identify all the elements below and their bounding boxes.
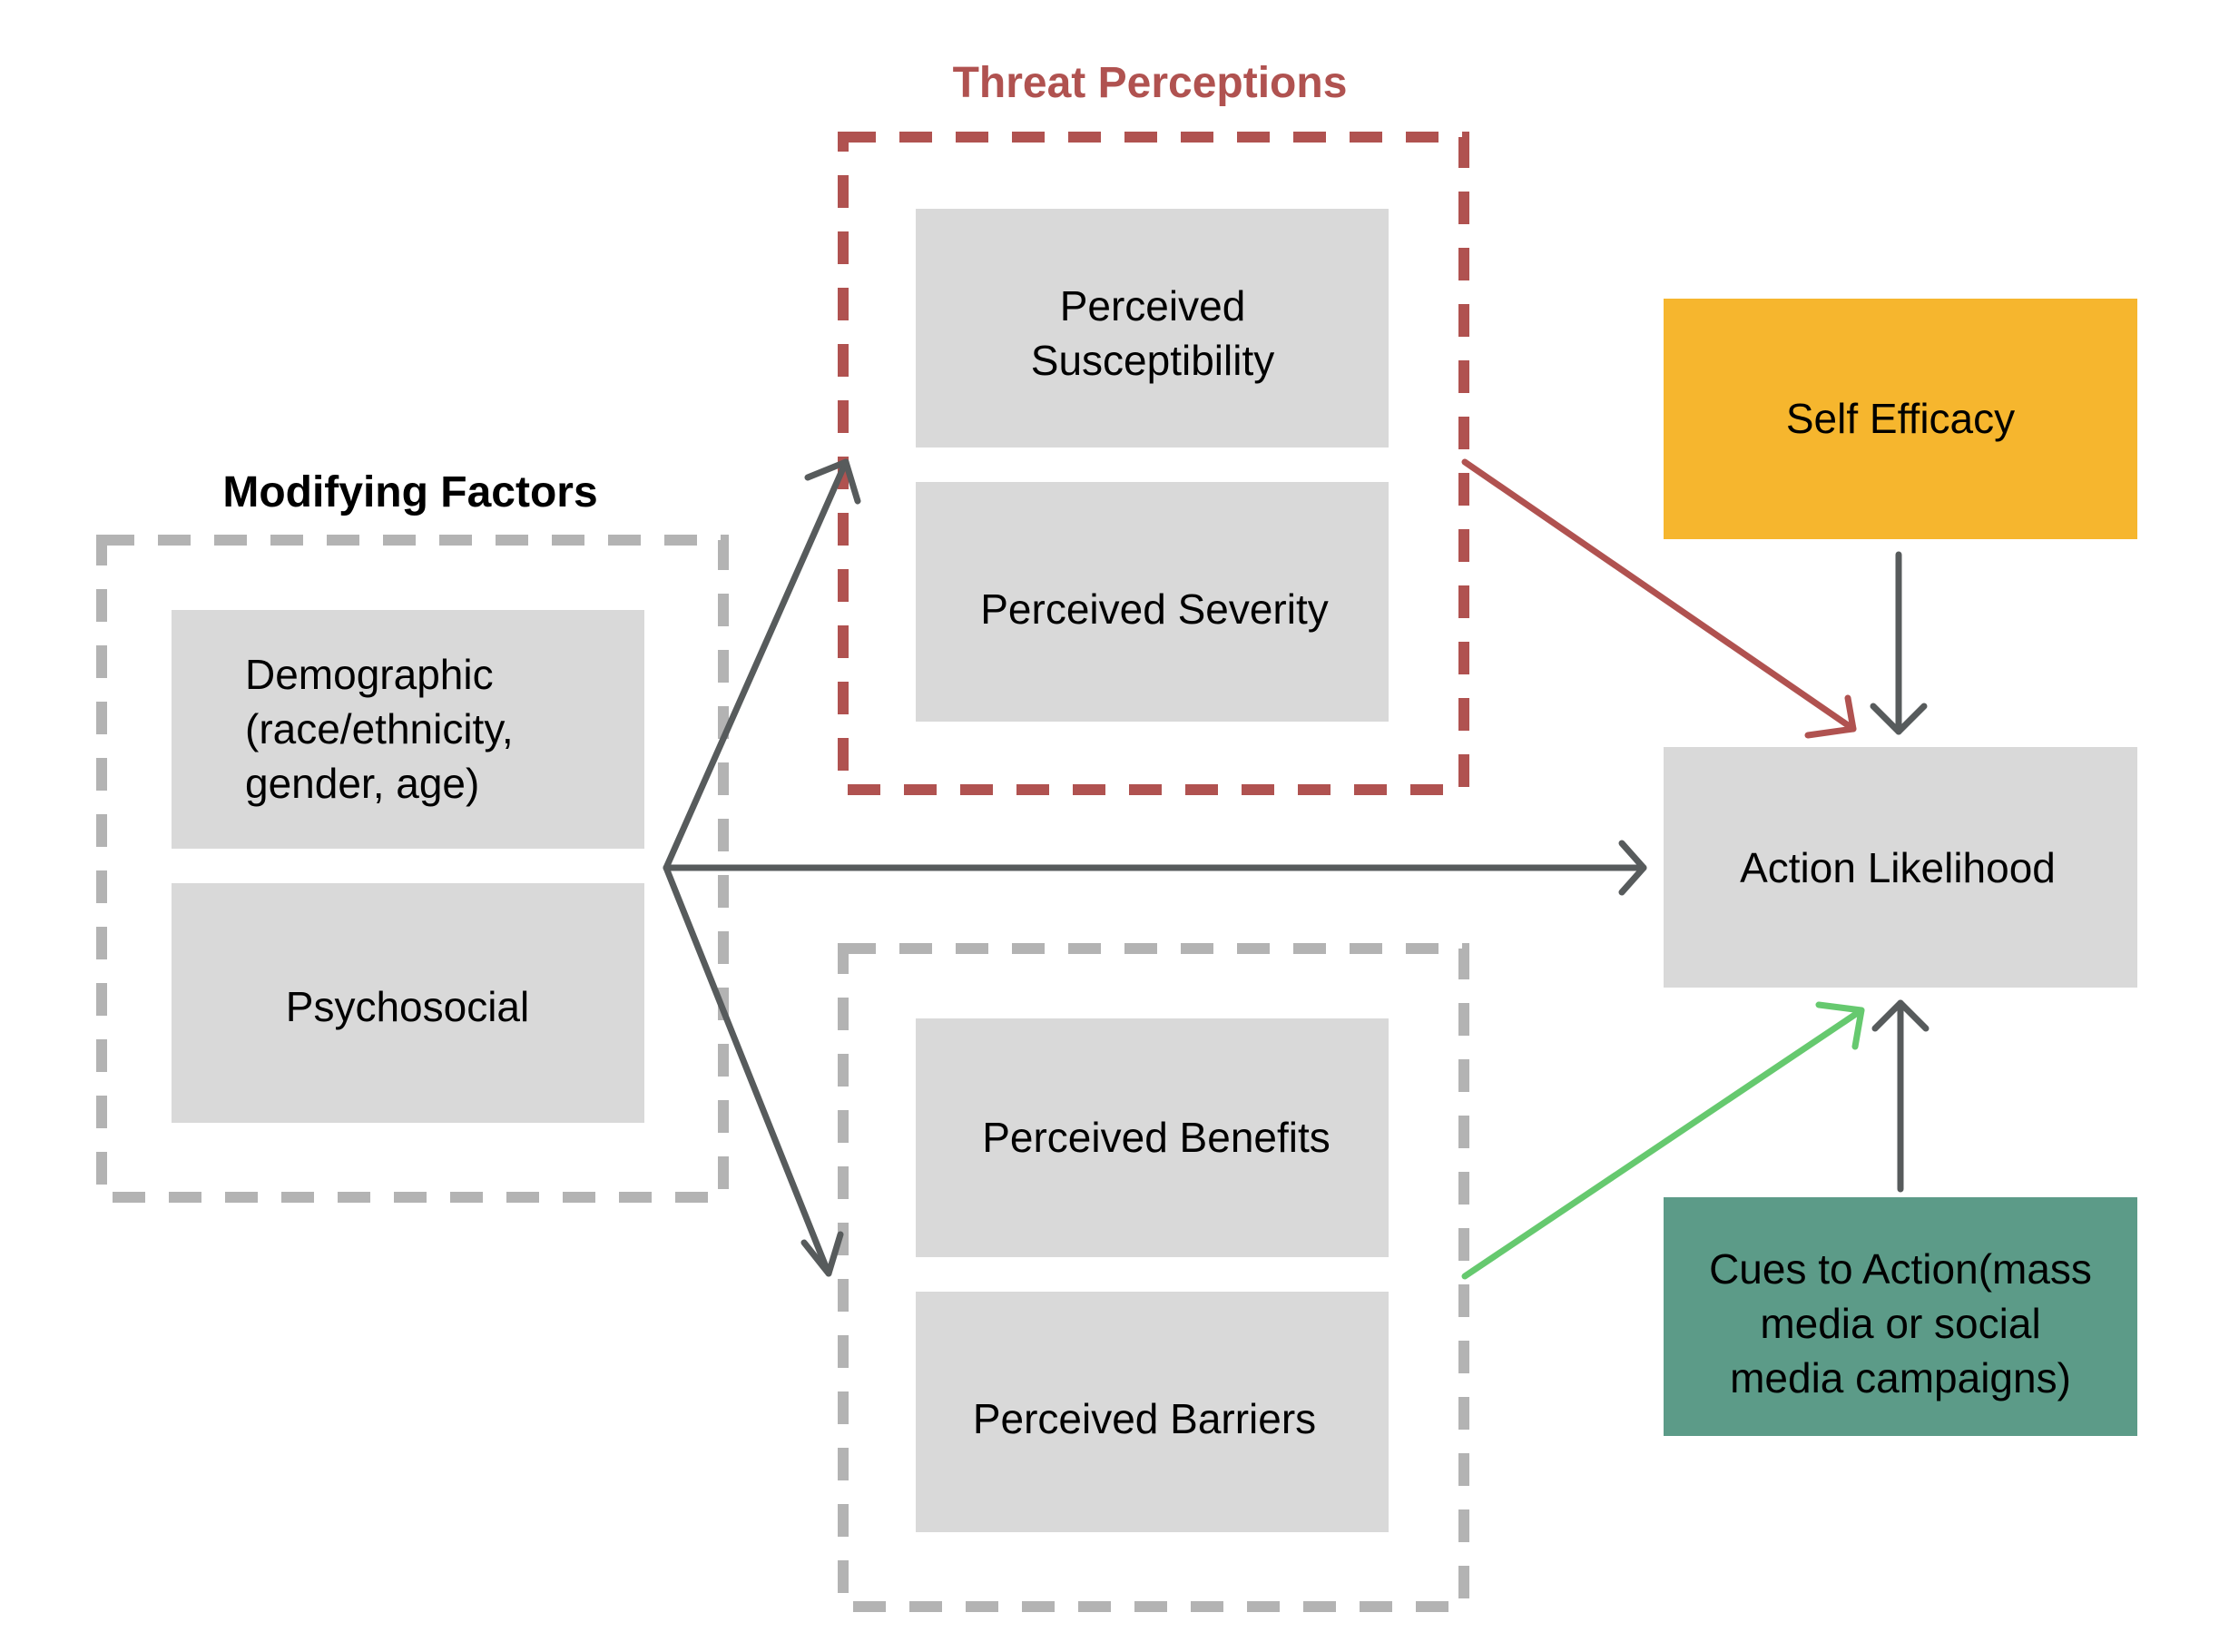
- node-perceived-benefits: Perceived Benefits: [916, 1018, 1389, 1257]
- node-self-efficacy: Self Efficacy: [1664, 299, 2137, 539]
- node-label: Psychosocial: [286, 983, 529, 1030]
- arrow-expectations-to-action: [1461, 1001, 1865, 1280]
- node-label: (race/ethnicity,: [245, 705, 514, 752]
- node-label: Demographic: [245, 651, 494, 698]
- arrow-modifying-to-expectations: [663, 864, 844, 1277]
- node-perceived-severity: Perceived Severity: [916, 482, 1389, 722]
- node-label: Perceived Barriers: [973, 1395, 1316, 1442]
- node-label: Self Efficacy: [1786, 395, 2015, 442]
- arrow-modifying-to-threat: [663, 458, 861, 871]
- node-psychosocial: Psychosocial: [172, 883, 644, 1123]
- node-label: media campaigns): [1730, 1354, 2071, 1401]
- node-label: Perceived Severity: [980, 585, 1329, 633]
- modifying-factors-title: Modifying Factors: [222, 468, 597, 516]
- node-perceived-barriers: Perceived Barriers: [916, 1292, 1389, 1532]
- expectations-group: [838, 943, 1469, 1612]
- node-label: gender, age): [245, 760, 479, 807]
- node-cues-to-action: Cues to Action(mass media or social medi…: [1664, 1197, 2137, 1436]
- modifying-factors-group: [96, 535, 729, 1203]
- threat-perceptions-title: Threat Perceptions: [953, 59, 1348, 107]
- node-label: Susceptibility: [1031, 337, 1274, 384]
- node-label: Perceived: [1060, 282, 1246, 329]
- node-demographic: Demographic (race/ethnicity, gender, age…: [172, 610, 644, 849]
- node-action-likelihood: Action Likelihood: [1664, 747, 2137, 988]
- arrow-self-efficacy-to-action: [1870, 551, 1928, 735]
- arrow-threat-to-action: [1461, 458, 1857, 739]
- node-perceived-susceptibility: Perceived Susceptibility: [916, 209, 1389, 447]
- node-label: Perceived Benefits: [982, 1114, 1331, 1161]
- arrow-cues-to-action: [1871, 999, 1930, 1193]
- node-label: Cues to Action(mass: [1709, 1245, 2092, 1293]
- arrow-modifying-to-action: [663, 840, 1647, 896]
- node-label: media or social: [1760, 1300, 2040, 1347]
- node-label: Action Likelihood: [1740, 844, 2056, 891]
